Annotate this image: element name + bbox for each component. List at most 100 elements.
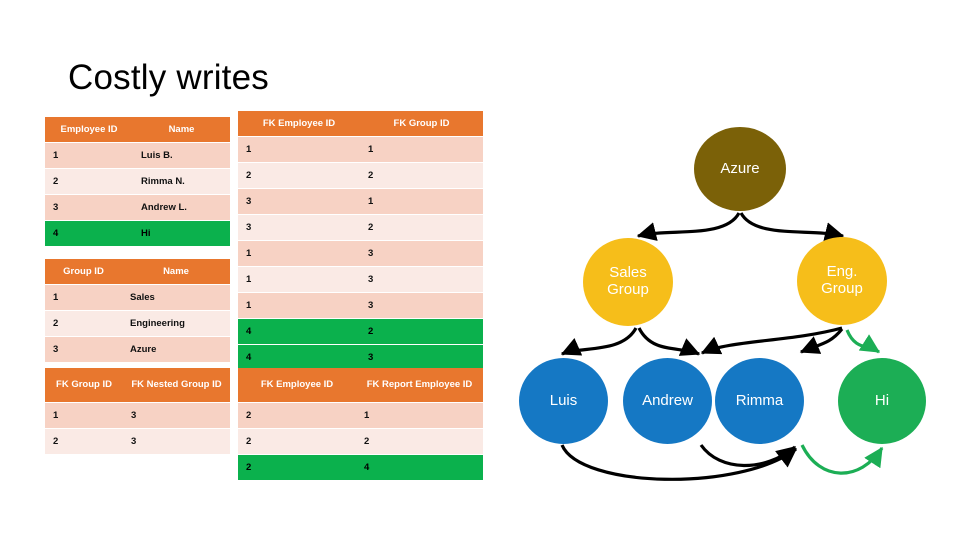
table-cell: 1	[238, 293, 360, 318]
table-cell: 3	[123, 403, 230, 428]
node-azure[interactable]: Azure	[694, 127, 786, 211]
column-header: FK Report Employee ID	[356, 368, 483, 402]
table-cell: 1	[360, 189, 483, 214]
edge-eng-hi	[845, 329, 881, 354]
column-header: FK Employee ID	[238, 368, 356, 402]
table-cell: 1	[356, 403, 483, 428]
node-label: Rimma	[735, 391, 784, 409]
node-rimma[interactable]: Rimma	[715, 358, 804, 444]
table-cell: 2	[360, 215, 483, 240]
diagram-edges	[560, 212, 884, 481]
edge-rimma-hi	[800, 444, 884, 475]
table-cell: 2	[45, 429, 123, 454]
page-title: Costly writes	[68, 58, 269, 97]
edge-azure-eng	[739, 212, 845, 242]
table-cell: 2	[238, 403, 356, 428]
table-cell: 3	[360, 241, 483, 266]
node-andrew[interactable]: Andrew	[623, 358, 712, 444]
table-cell: 4	[45, 221, 133, 246]
table-cell: Rimma N.	[133, 169, 230, 194]
table-cell: 4	[238, 319, 360, 344]
edge-eng-andrew	[700, 326, 843, 355]
table-cell: 3	[360, 267, 483, 292]
table-cell: 3	[238, 215, 360, 240]
table-header-row: Employee ID Name	[45, 117, 230, 142]
table-cell: 2	[360, 319, 483, 344]
table-cell: Luis B.	[133, 143, 230, 168]
column-header: Employee ID	[45, 117, 133, 142]
table-cell: 4	[238, 345, 360, 370]
node-eng-group[interactable]: Eng.Group	[797, 237, 887, 325]
table-cell: Sales	[122, 285, 230, 310]
column-header: FK Group ID	[360, 111, 483, 136]
edge-luis-rimma	[560, 444, 798, 481]
table-cell: 2	[356, 429, 483, 454]
table-cell: 1	[45, 143, 133, 168]
table-cell: 1	[238, 241, 360, 266]
table-cell: 3	[45, 337, 122, 362]
table-header-row: FK Group ID FK Nested Group ID	[45, 368, 230, 402]
table-cell: 2	[45, 169, 133, 194]
node-hi[interactable]: Hi	[838, 358, 926, 444]
table-cell: 1	[45, 403, 123, 428]
edge-eng-rimma	[799, 327, 844, 354]
table-cell: Engineering	[122, 311, 230, 336]
edge-andrew-rimma	[699, 444, 797, 468]
table-cell: Hi	[133, 221, 230, 246]
table-cell: 1	[238, 267, 360, 292]
table-cell: 2	[45, 311, 122, 336]
table-cell: 3	[360, 345, 483, 370]
column-header: Group ID	[45, 259, 122, 284]
table-cell: 1	[360, 137, 483, 162]
node-luis[interactable]: Luis	[519, 358, 608, 444]
node-label: Hi	[874, 391, 890, 409]
table-cell: 3	[123, 429, 230, 454]
node-label: Andrew	[642, 391, 693, 409]
table-cell: 1	[45, 285, 122, 310]
table-header-row: Group ID Name	[45, 259, 230, 284]
table-cell: 2	[238, 163, 360, 188]
table-header-row: FK Employee ID FK Report Employee ID	[238, 368, 483, 402]
table-cell: Andrew L.	[133, 195, 230, 220]
node-label: Luis	[549, 391, 578, 409]
column-header: FK Group ID	[45, 368, 123, 402]
table-cell: Azure	[122, 337, 230, 362]
table-cell: 1	[238, 137, 360, 162]
column-header: Name	[122, 259, 230, 284]
column-header: FK Nested Group ID	[123, 368, 230, 402]
table-cell: 2	[360, 163, 483, 188]
table-cell: 4	[356, 455, 483, 480]
edge-azure-sales	[636, 212, 741, 241]
table-cell: 3	[45, 195, 133, 220]
edge-sales-luis	[560, 327, 638, 356]
table-header-row: FK Employee ID FK Group ID	[238, 111, 483, 136]
